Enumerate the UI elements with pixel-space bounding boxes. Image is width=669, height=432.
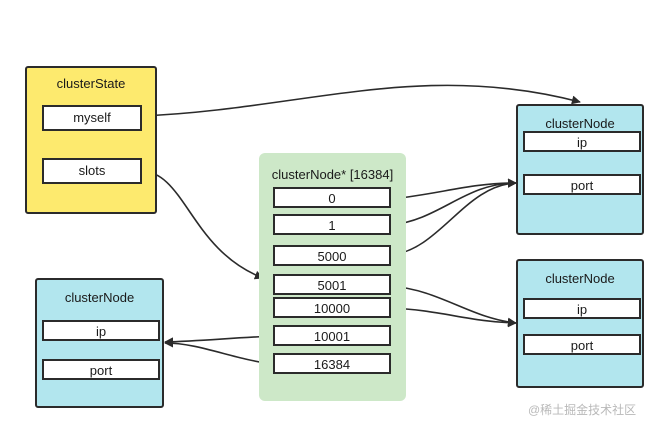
cluster-node-right-top: clusterNode ip port xyxy=(516,104,644,235)
ip-field: ip xyxy=(523,298,641,319)
ip-field: ip xyxy=(42,320,160,341)
arrow-slot-10000-to-node-right-bottom xyxy=(390,307,517,328)
slot-5001: 5001 xyxy=(273,274,391,295)
arrow-slot-0-to-node-right-top xyxy=(390,178,517,200)
watermark: @稀土掘金技术社区 xyxy=(528,403,637,417)
slots-field: slots xyxy=(42,158,142,184)
cluster-node-title: clusterNode xyxy=(545,116,615,131)
arrow-slots-to-slot-array xyxy=(139,170,264,280)
port-field: port xyxy=(523,174,641,195)
arrow-slot-5001-to-node-right-bottom xyxy=(390,285,517,327)
ip-field: ip xyxy=(523,131,641,152)
slot-5000: 5000 xyxy=(273,245,391,266)
cluster-node-title: clusterNode xyxy=(64,290,135,305)
cluster-node-right-bottom: clusterNode ip port xyxy=(516,259,644,388)
arrow-myself-to-node-right-top xyxy=(139,84,581,117)
arrow-slot-10001-to-node-left xyxy=(164,335,275,347)
arrow-slot-16384-to-node-left xyxy=(164,338,275,365)
port-field: port xyxy=(523,334,641,355)
slot-10001: 10001 xyxy=(273,325,391,346)
port-field: port xyxy=(42,359,160,380)
slot-0: 0 xyxy=(273,187,391,208)
slot-16384: 16384 xyxy=(273,353,391,374)
cluster-state-box: clusterState myself slots xyxy=(25,66,157,214)
myself-field: myself xyxy=(42,105,142,131)
slots-array-title: clusterNode* [16384] xyxy=(271,167,394,182)
slot-10000: 10000 xyxy=(273,297,391,318)
slot-1: 1 xyxy=(273,214,391,235)
slots-array-box: clusterNode* [16384] 0 1 5000 5001 10000… xyxy=(259,153,406,401)
cluster-node-left: clusterNode ip port xyxy=(35,278,164,408)
cluster-state-title: clusterState xyxy=(56,76,126,91)
arrow-slot-1-to-node-right-top xyxy=(390,178,517,226)
arrow-slot-5000-to-node-right-top xyxy=(390,178,517,256)
cluster-node-title: clusterNode xyxy=(545,271,615,286)
